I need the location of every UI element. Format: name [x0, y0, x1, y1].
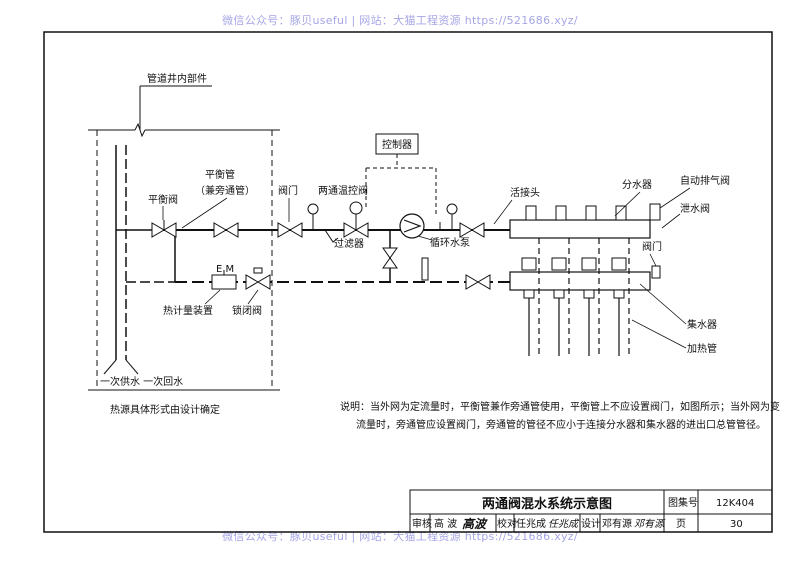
- heat-meter: [211, 270, 237, 290]
- label-controller: 控制器: [382, 138, 412, 151]
- label-auto-air-valve: 自动排气阀: [680, 174, 730, 187]
- two-way-control-valve: [343, 201, 369, 238]
- label-heat-meter: 热计量装置: [163, 304, 213, 317]
- note-line-2: 流量时，旁通管应设置阀门，旁通管的管径不应小于连接分水器和集水器的进出口总管管径…: [356, 418, 766, 431]
- designer-name: 邓有源: [602, 517, 632, 530]
- page-label: 页: [676, 518, 686, 530]
- heating-pipes: [528, 238, 630, 356]
- balance-valve: [151, 220, 177, 238]
- label-collector: 集水器: [687, 318, 717, 331]
- note-line-1: 说明：当外网为定流量时，平衡管兼作旁通管使用，平衡管上不应设置阀门，如图所示；当…: [340, 400, 780, 413]
- label-bypass-pipe: （兼旁通管）: [195, 184, 255, 197]
- control-signal-lines: [365, 154, 437, 214]
- union-valve: [459, 222, 491, 290]
- label-heating-pipe: 加热管: [687, 342, 717, 355]
- lock-valve: [245, 267, 271, 290]
- label-two-way-valve: 两通温控阀: [318, 184, 368, 197]
- primary-risers: [115, 145, 175, 360]
- bypass-valve: [213, 222, 239, 238]
- label-filter: 过滤器: [334, 237, 364, 250]
- pipe-shaft-boundary: [88, 85, 280, 391]
- check-label: 校对: [497, 517, 517, 530]
- watermark-top: 微信公众号：豚贝useful | 网站：大猫工程资源 https://52168…: [222, 14, 578, 27]
- label-shaft-parts: 管道井内部件: [147, 72, 207, 85]
- label-valve2: 阀门: [642, 240, 662, 253]
- return-thermometer: [421, 257, 429, 281]
- label-heat-source: 热源具体形式由设计确定: [110, 403, 220, 416]
- label-primary: 一次供水 一次回水: [100, 375, 183, 388]
- page-number: 30: [730, 519, 743, 530]
- drawing-frame: [43, 31, 773, 533]
- label-circ-pump: 循环水泵: [430, 236, 470, 249]
- label-union: 活接头: [510, 186, 540, 199]
- drawing-title: 两通阀混水系统示意图: [482, 496, 612, 512]
- circulation-pump: [399, 213, 425, 239]
- thermometer: [307, 203, 319, 230]
- checker-signature: 任兆成: [548, 518, 580, 530]
- review-label: 审核: [412, 517, 432, 530]
- bypass-check-valve: [382, 247, 398, 269]
- designer-signature: 邓有源: [634, 518, 666, 530]
- filter: [324, 229, 339, 243]
- label-balance-pipe: 平衡管: [205, 168, 235, 181]
- reviewer-name: 高 波: [434, 517, 457, 530]
- label-valve: 阀门: [278, 184, 298, 197]
- title-block: [409, 489, 773, 533]
- label-drain-valve: 泄水阀: [680, 202, 710, 215]
- distributor-valves: [525, 205, 627, 221]
- collector-actuators: [521, 257, 627, 271]
- label-distributor: 分水器: [622, 179, 652, 191]
- label-balance-valve: 平衡阀: [148, 193, 178, 206]
- reviewer-signature: 高波: [462, 517, 488, 531]
- primary-leader: [103, 359, 139, 375]
- label-em: E.M: [216, 264, 234, 275]
- checker-name: 任兆成: [516, 517, 546, 530]
- atlas-label: 图集号: [668, 496, 698, 509]
- label-lock-valve: 锁闭阀: [232, 304, 262, 317]
- supply-valve: [277, 222, 303, 238]
- collector: [509, 271, 651, 291]
- design-label: 设计: [581, 517, 601, 530]
- auto-air-valve: [649, 203, 661, 279]
- watermark-bottom: 微信公众号：豚贝useful | 网站：大猫工程资源 https://52168…: [222, 530, 578, 543]
- atlas-number: 12K404: [716, 498, 754, 509]
- distributor: [509, 219, 651, 239]
- pressure-gauge: [439, 203, 458, 230]
